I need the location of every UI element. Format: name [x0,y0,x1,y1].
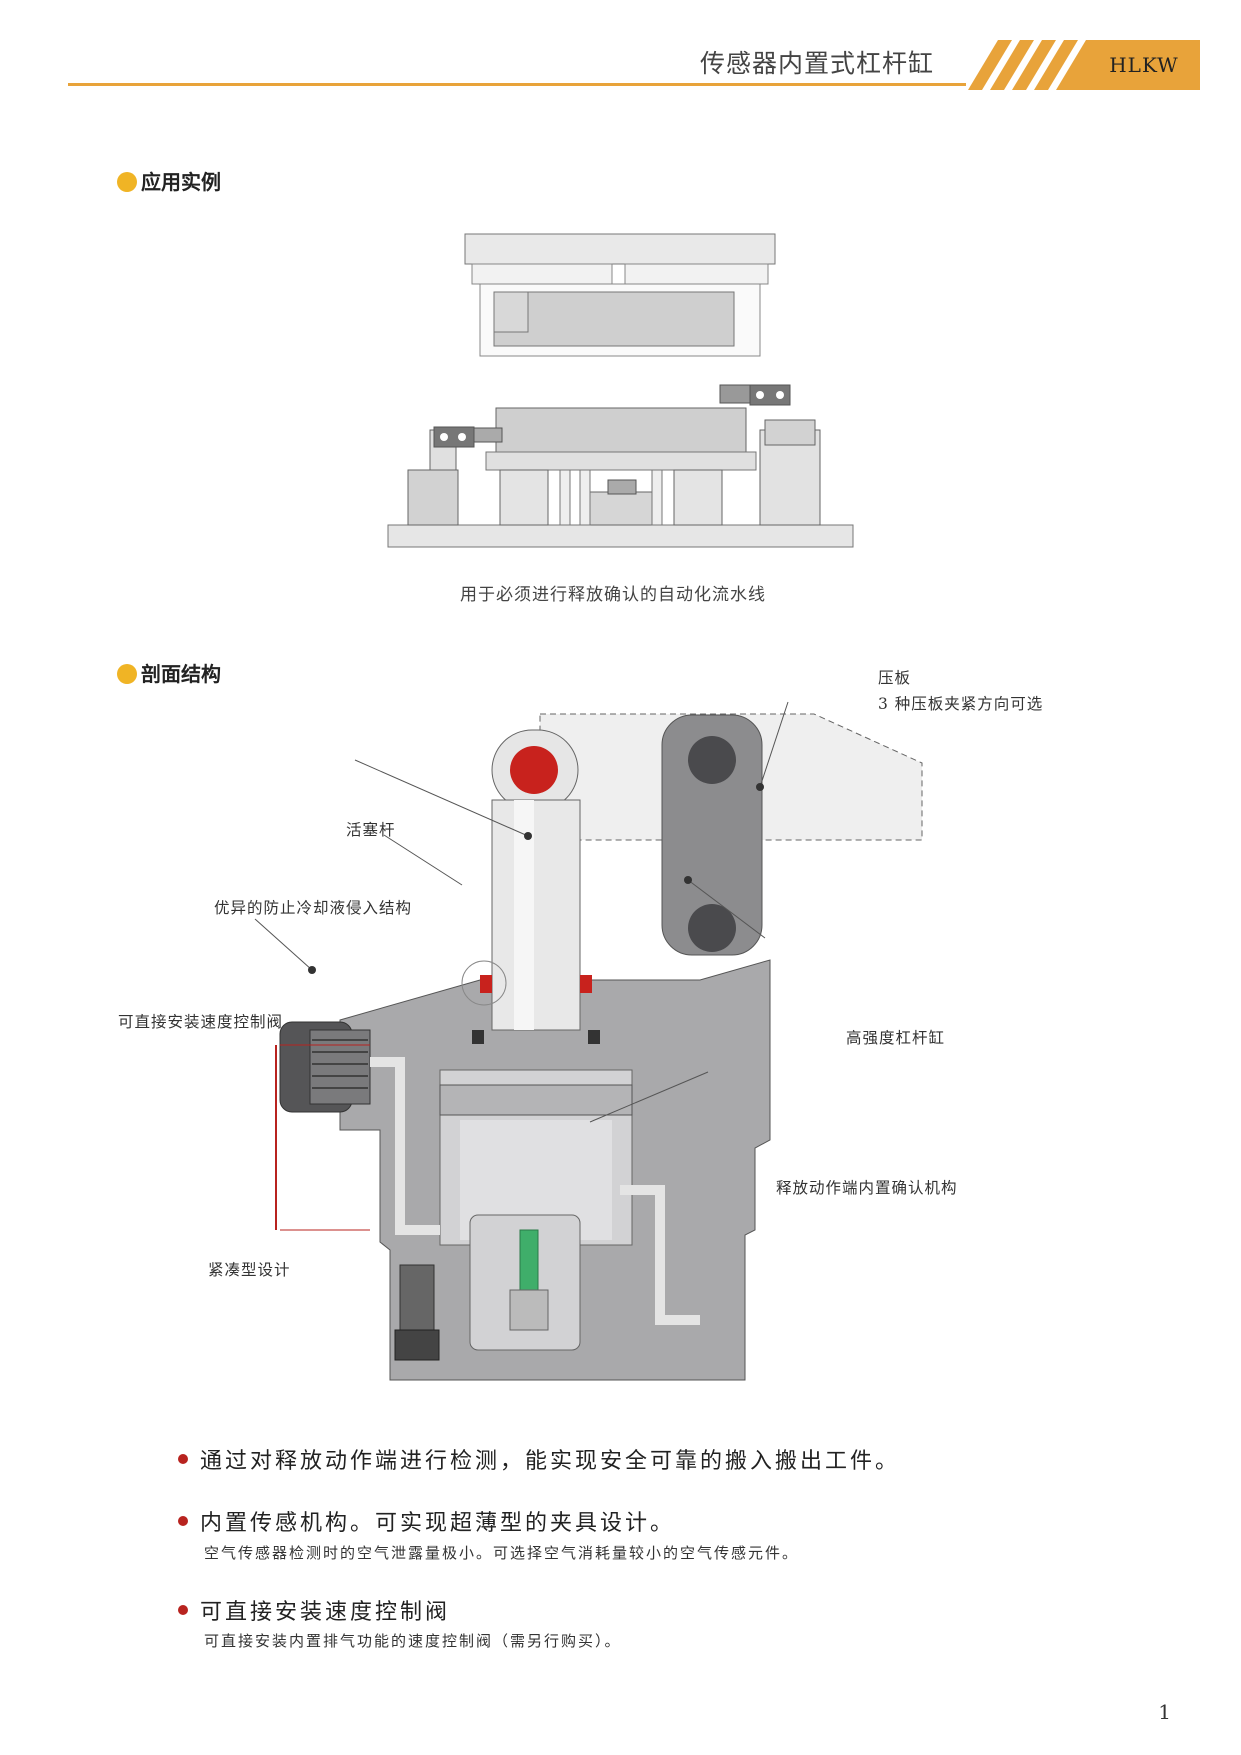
callout-clamp-arm-note: 3 种压板夹紧方向可选 [878,695,1044,713]
example-caption: 用于必须进行释放确认的自动化流水线 [460,585,766,605]
bullet-dot-icon [117,172,137,192]
header-badge: HLKW [1088,40,1200,90]
application-example-illustration [387,233,854,548]
feature-title: 可直接安装速度控制阀 [200,1600,451,1625]
header-stripes [968,40,1088,90]
feature-item: 通过对释放动作端进行检测，能实现安全可靠的搬入搬出工件。 [178,1443,900,1475]
callout-release-sensor: 释放动作端内置确认机构 [776,1179,958,1197]
section-heading-structure: 剖面结构 [117,658,221,687]
header-rule [68,83,966,86]
page-number: 1 [1158,1700,1171,1724]
feature-item: 内置传感机构。可实现超薄型的夹具设计。 [178,1505,675,1537]
feature-detail: 空气传感器检测时的空气泄露量极小。可选择空气消耗量较小的空气传感元件。 [204,1544,800,1562]
callout-lever-cylinder: 高强度杠杆缸 [846,1029,946,1047]
callout-compact: 紧凑型设计 [208,1261,291,1279]
bullet-dot-icon [117,664,137,684]
section-heading-text: 剖面结构 [141,662,221,686]
section-heading-text: 应用实例 [141,170,221,194]
bullet-dot-icon [178,1454,188,1464]
bullet-dot-icon [178,1516,188,1526]
feature-title: 内置传感机构。可实现超薄型的夹具设计。 [200,1511,676,1536]
callout-clamp-arm: 压板 [878,669,912,687]
feature-detail: 可直接安装内置排气功能的速度控制阀（需另行购买）。 [204,1632,622,1650]
section-heading-example: 应用实例 [117,166,221,195]
feature-title: 通过对释放动作端进行检测，能实现安全可靠的搬入搬出工件。 [200,1449,901,1474]
bullet-dot-icon [178,1605,188,1615]
cross-section-diagram [254,701,923,1381]
callout-coolant-seal: 优异的防止冷却液侵入结构 [214,899,413,917]
header-title: 传感器内置式杠杆缸 [700,49,935,78]
callout-speed-valve: 可直接安装速度控制阀 [118,1013,284,1031]
callout-piston-rod: 活塞杆 [346,821,396,839]
feature-item: 可直接安装速度控制阀 [178,1594,450,1626]
